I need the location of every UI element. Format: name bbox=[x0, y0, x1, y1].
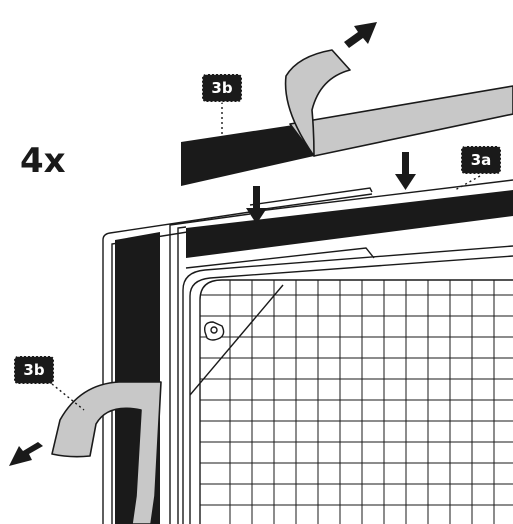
frame-outline bbox=[102, 179, 513, 524]
callout-badge-adhesive-strip: 3a bbox=[460, 145, 502, 175]
mesh-edge bbox=[199, 279, 513, 524]
callout-label: 3b bbox=[211, 79, 232, 97]
repeat-count-label: 4x bbox=[20, 141, 66, 181]
top-black-strip bbox=[181, 124, 314, 186]
frame-inner-channel bbox=[182, 245, 513, 524]
adhesive-strip bbox=[186, 190, 513, 258]
callout-leaders bbox=[51, 102, 481, 411]
corner-clip bbox=[203, 321, 225, 341]
callout-label: 3a bbox=[471, 151, 492, 169]
arrow-down-left-icon bbox=[9, 442, 43, 466]
side-peel-liner bbox=[51, 381, 162, 524]
mesh-screen bbox=[200, 280, 513, 524]
corner-brace bbox=[189, 284, 284, 396]
arrow-down-icon bbox=[246, 152, 416, 224]
callout-label: 3b bbox=[23, 361, 44, 379]
callout-badge-top-strip: 3b bbox=[201, 73, 243, 103]
callout-badge-side-strip: 3b bbox=[13, 355, 55, 385]
arrow-up-right-icon bbox=[344, 22, 377, 48]
top-peel-liner bbox=[284, 49, 513, 157]
